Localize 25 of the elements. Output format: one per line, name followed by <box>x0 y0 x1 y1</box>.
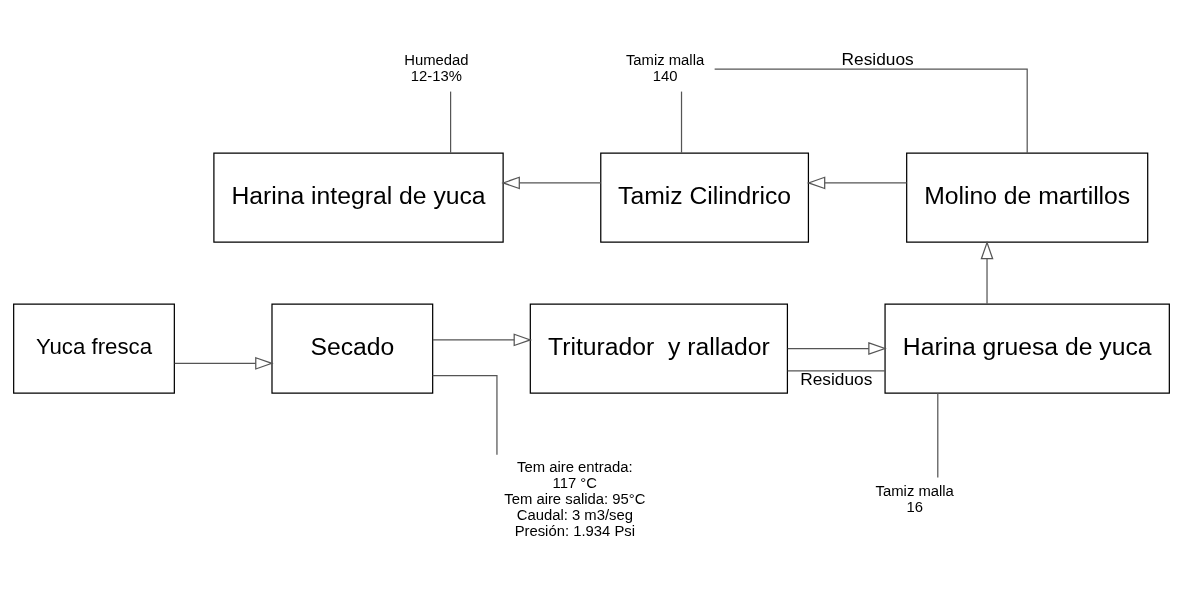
edge-label: Residuos <box>841 48 914 69</box>
node-text: Humedad 12-13% <box>404 51 469 85</box>
arrow <box>806 176 908 190</box>
node-text: Tamiz malla 140 <box>625 51 705 85</box>
node-box: Molino de martillos <box>906 152 1149 243</box>
connector <box>449 90 452 154</box>
connector <box>680 90 683 154</box>
node-box: Harina integral de yuca <box>213 152 504 243</box>
connector <box>432 375 498 456</box>
node-box: Harina gruesa de yuca <box>884 303 1170 394</box>
node-box: Yuca fresca <box>13 303 175 394</box>
edge-label: Residuos <box>800 368 873 389</box>
connector <box>937 392 939 479</box>
arrow <box>787 342 887 356</box>
node-box: Secado <box>271 303 434 394</box>
connector <box>714 68 1028 154</box>
node-box: Triturador y rallador <box>529 303 789 394</box>
node-box: Tamiz Cilindrico <box>600 152 810 243</box>
node-text: Tamiz malla 16 <box>875 482 954 515</box>
arrow <box>501 176 602 190</box>
arrow <box>174 356 274 370</box>
node-text: Tem aire entrada: 117 °C Tem aire salida: 95°C Caudal: 3 m3/seg Presión: 1.934 Psi <box>504 458 646 539</box>
arrow <box>432 333 533 347</box>
arrow <box>980 240 994 305</box>
connector <box>787 370 886 372</box>
